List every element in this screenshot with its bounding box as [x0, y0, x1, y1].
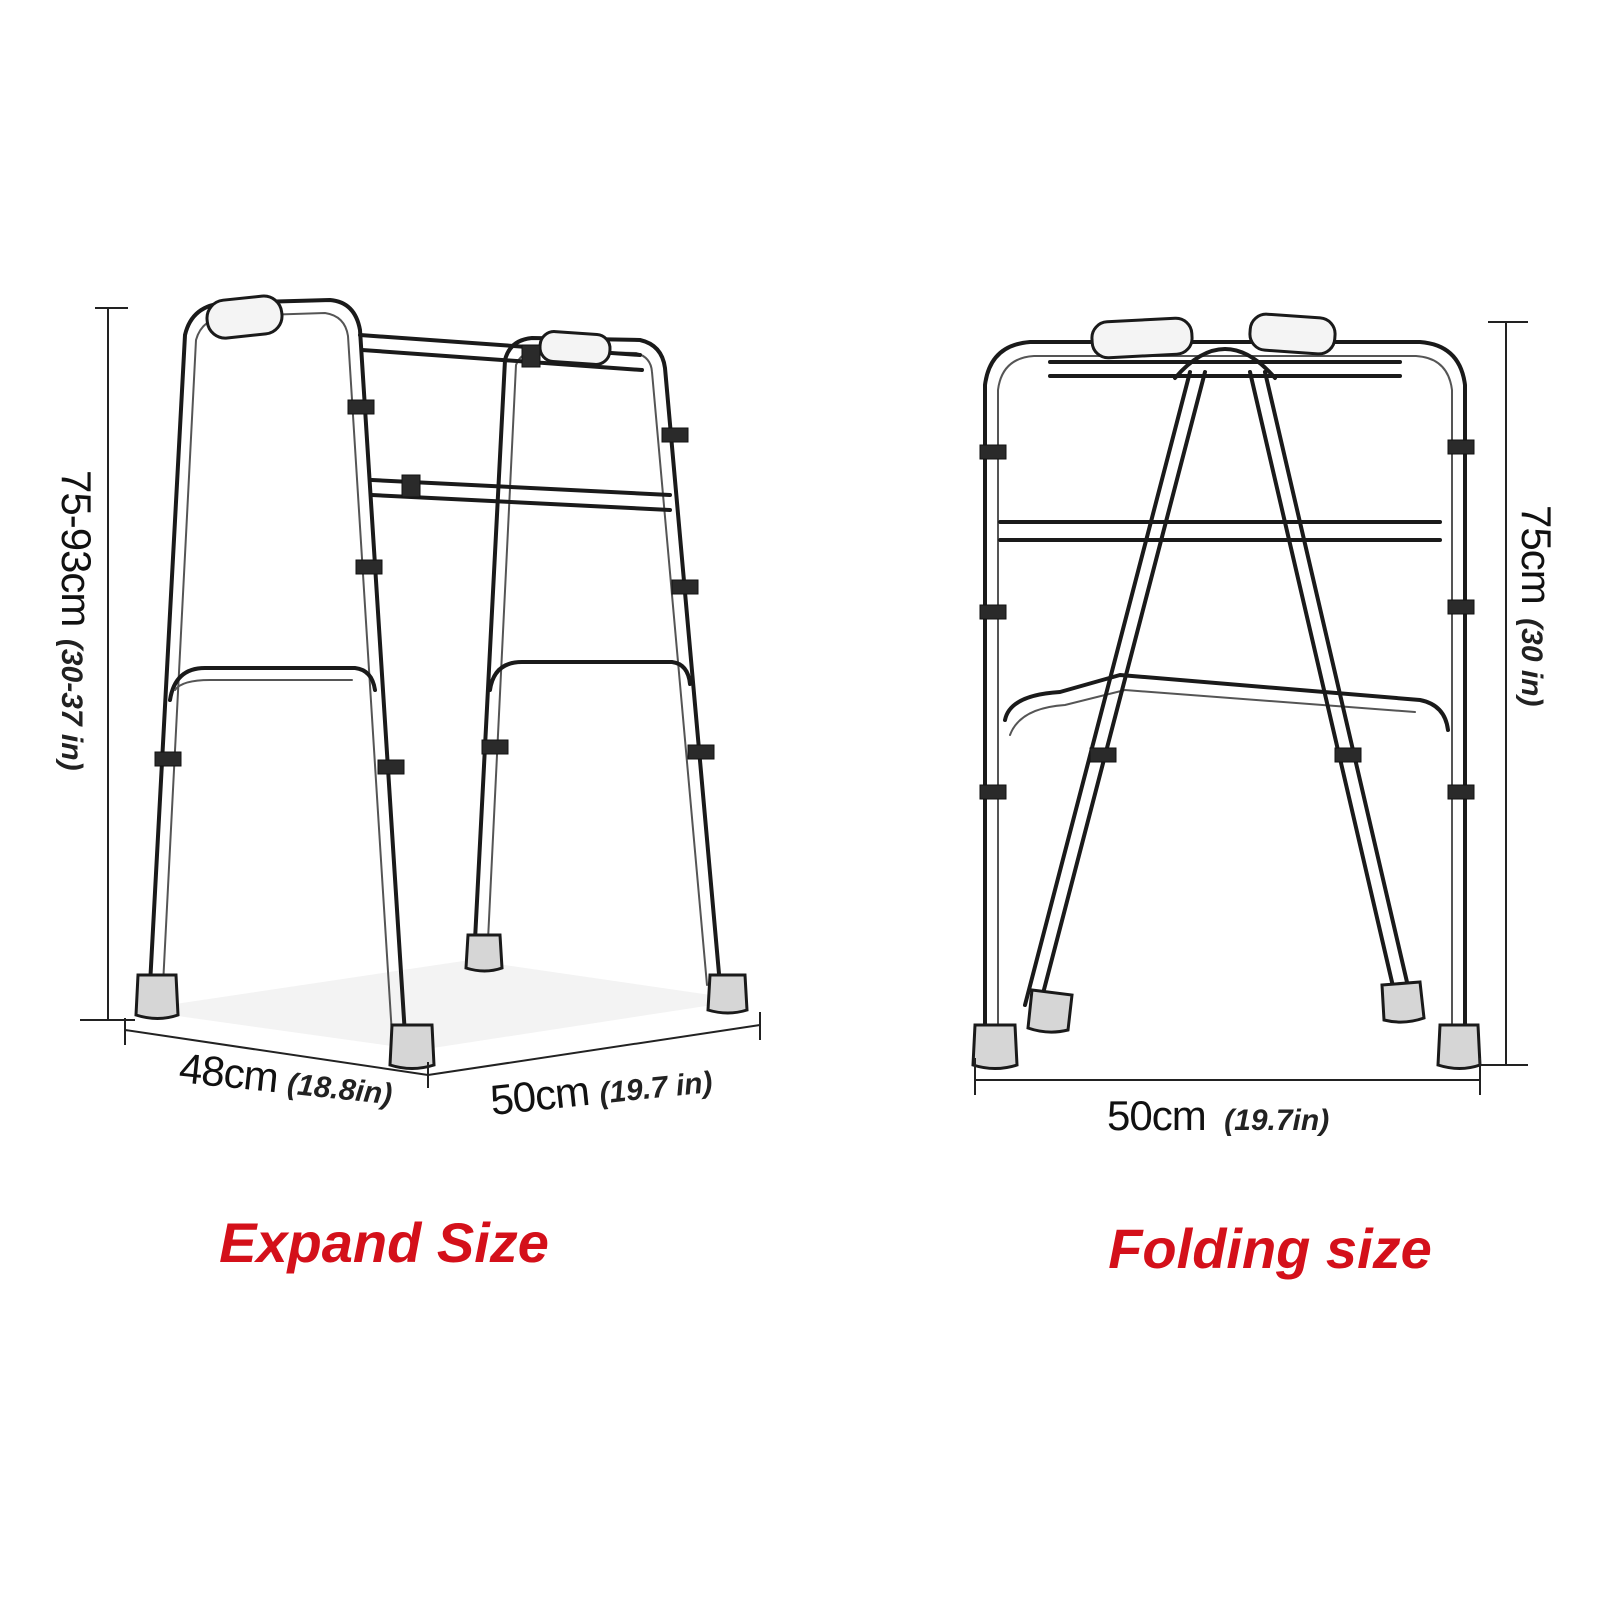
walker-folded-drawing [971, 312, 1482, 1070]
expand-width-main: 50cm [488, 1067, 591, 1124]
walker-expanded-drawing [134, 294, 749, 1070]
folding-width-sub: (19.7in) [1224, 1104, 1329, 1137]
expand-height-sub: (30-37 in) [55, 639, 88, 771]
folding-height-sub: (30 in) [1515, 618, 1548, 706]
folding-width-dimension: 50cm (19.7in) [974, 1058, 1481, 1139]
expand-height-dimension: 75-93cm (30-37 in) [53, 307, 135, 1021]
expand-height-main: 75-93cm [53, 470, 100, 626]
expand-size-caption: Expand Size [219, 1211, 549, 1274]
expand-width-dimension: 50cm (19.7 in) [427, 1012, 761, 1124]
svg-text:50cm (19.7 in): 50cm (19.7 in) [488, 1054, 714, 1124]
svg-text:75cm (30 in): 75cm (30 in) [1513, 505, 1560, 707]
folding-size-caption: Folding size [1108, 1217, 1432, 1280]
svg-text:75-93cm (30-37 in): 75-93cm (30-37 in) [53, 470, 100, 771]
expand-depth-sub: (18.8in) [286, 1068, 394, 1112]
folding-width-main: 50cm [1107, 1092, 1206, 1139]
folding-height-main: 75cm [1513, 505, 1560, 604]
expand-width-sub: (19.7 in) [598, 1066, 714, 1111]
expand-depth-main: 48cm [177, 1044, 280, 1101]
svg-text:50cm (19.7in): 50cm (19.7in) [1107, 1092, 1329, 1139]
folding-height-dimension: 75cm (30 in) [1480, 321, 1560, 1066]
